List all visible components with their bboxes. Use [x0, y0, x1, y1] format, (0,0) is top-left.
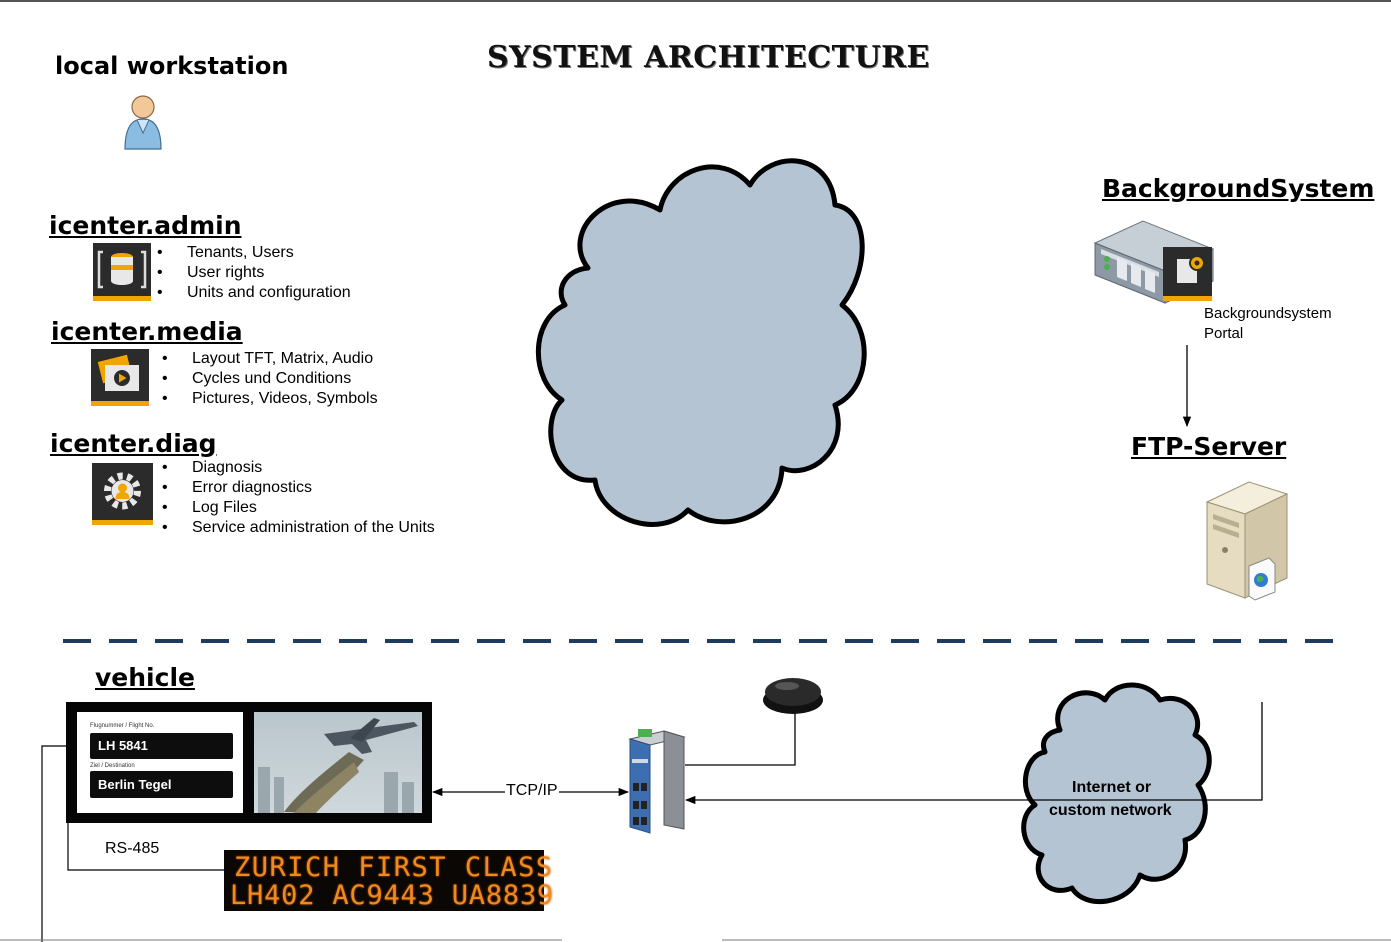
list-item: Error diagnostics	[162, 478, 435, 498]
ftp-server-heading: FTP-Server	[1131, 432, 1287, 461]
page-title: SYSTEM ARCHITECTURE	[487, 40, 930, 75]
destination-caption: Ziel / Destination	[90, 763, 135, 769]
list-item: Tenants, Users	[157, 243, 351, 263]
media-play-icon	[91, 349, 149, 406]
list-item: Pictures, Videos, Symbols	[162, 389, 378, 409]
cloud-shape-network	[1021, 682, 1212, 904]
destination-value: Berlin Tegel	[90, 771, 233, 798]
airplane-city-image	[254, 712, 422, 813]
list-item: Service administration of the Units	[162, 518, 435, 538]
rs485-line	[67, 822, 225, 871]
flight-no-caption: Flugnummer / Flight No.	[90, 723, 155, 729]
server-rack-icon	[1093, 220, 1215, 304]
module-heading-admin: icenter.admin	[49, 211, 242, 240]
led-matrix-display: ZURICH FIRST CLASS LH402 AC9443 UA8839	[224, 850, 553, 911]
tcpip-label: TCP/IP	[505, 782, 559, 800]
list-item: Diagnosis	[162, 458, 435, 478]
tower-server-icon	[1205, 481, 1289, 601]
flight-no-text: LH 5841	[98, 738, 148, 753]
list-item: Units and configuration	[157, 283, 351, 303]
user-icon	[124, 95, 162, 150]
vehicle-heading: vehicle	[95, 663, 195, 692]
network-label-line2: custom network	[1049, 802, 1172, 819]
tft-info-panel: Flugnummer / Flight No. LH 5841 Ziel / D…	[77, 712, 243, 813]
flight-no-value: LH 5841	[90, 733, 233, 759]
list-item: Log Files	[162, 498, 435, 518]
diag-feature-list: Diagnosis Error diagnostics Log Files Se…	[162, 458, 435, 538]
router-icon	[628, 729, 686, 834]
portal-label-line1: Backgroundsystem	[1204, 305, 1332, 322]
left-connector-line	[41, 745, 67, 942]
database-icon	[93, 243, 151, 301]
media-feature-list: Layout TFT, Matrix, Audio Cycles und Con…	[162, 349, 378, 409]
led-line-2: LH402 AC9443 UA8839	[230, 880, 555, 911]
background-system-heading: BackgroundSystem	[1102, 174, 1375, 203]
portal-label-line2: Portal	[1204, 325, 1244, 342]
network-label-line1: Internet or	[1072, 779, 1152, 796]
list-item: Layout TFT, Matrix, Audio	[162, 349, 378, 369]
module-heading-diag: icenter.diag	[50, 429, 217, 458]
tft-display: Flugnummer / Flight No. LH 5841 Ziel / D…	[66, 702, 432, 823]
antenna-cable	[685, 712, 796, 766]
destination-text: Berlin Tegel	[98, 777, 172, 792]
list-item: Cycles und Conditions	[162, 369, 378, 389]
workstation-heading: local workstation	[55, 52, 289, 80]
network-to-router-arrow	[684, 702, 1263, 805]
gps-antenna-icon	[763, 678, 823, 714]
list-item: User rights	[157, 263, 351, 283]
led-line-1: ZURICH FIRST CLASS	[234, 852, 554, 883]
rs485-label: RS-485	[105, 840, 160, 857]
admin-feature-list: Tenants, Users User rights Units and con…	[157, 243, 351, 303]
module-heading-media: icenter.media	[51, 317, 243, 346]
gear-diagnostics-icon	[92, 463, 153, 525]
cloud-shape-large	[535, 158, 867, 527]
